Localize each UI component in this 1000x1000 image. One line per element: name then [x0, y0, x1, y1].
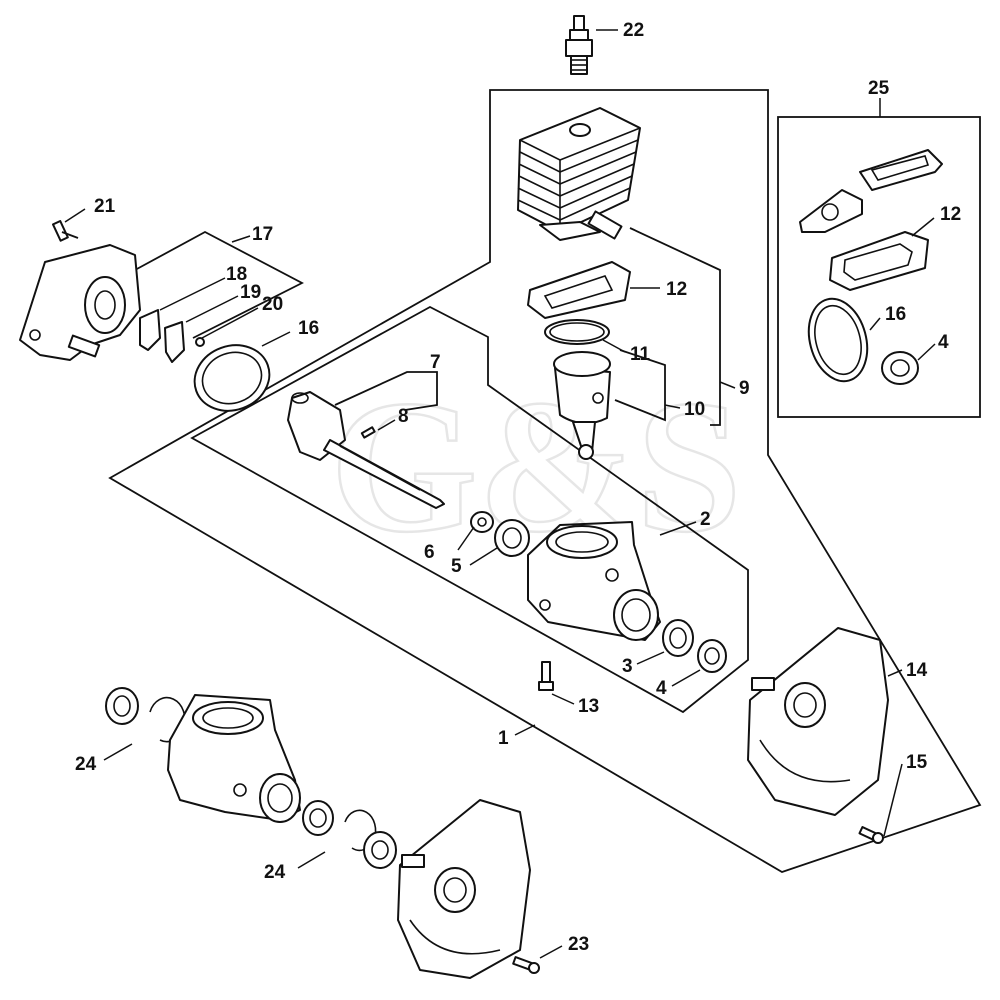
- callout-1: 1: [498, 728, 509, 749]
- callout-10: 10: [684, 399, 705, 420]
- callout-18: 18: [226, 264, 247, 285]
- gasket-16-left-part: [193, 344, 271, 412]
- seal-lower-part: [302, 800, 334, 836]
- callout-11: 11: [630, 344, 651, 365]
- callout-5: 5: [451, 556, 462, 577]
- callout-20: 20: [262, 294, 283, 315]
- screw-15-part: [858, 825, 884, 844]
- bracket-17: [134, 230, 304, 339]
- frame-gasket-set: [777, 116, 981, 418]
- callout-3: 3: [622, 656, 633, 677]
- cylinder-gasket-part: [527, 261, 631, 319]
- fan-cover-14-part: [747, 627, 889, 816]
- bearing-lower-right-part: [363, 831, 397, 869]
- callout-2: 2: [700, 509, 711, 530]
- screw-13-part: [538, 661, 554, 691]
- crankcase-lower-part: [167, 694, 301, 823]
- bearing-3-part: [662, 619, 694, 657]
- callout-12-set: 12: [940, 204, 961, 225]
- bearing-5-part: [494, 519, 530, 557]
- callout-17: 17: [252, 224, 273, 245]
- callout-16-set: 16: [885, 304, 906, 325]
- piston-ring-part: [544, 319, 610, 345]
- screw-23-part: [512, 956, 540, 974]
- leader-lines: [64, 29, 936, 959]
- callout-13: 13: [578, 696, 599, 717]
- callout-4-set: 4: [938, 332, 949, 353]
- callout-9: 9: [739, 378, 750, 399]
- watermark-text: G&S: [330, 362, 742, 572]
- circlip-lower-right-part: [344, 809, 377, 852]
- callout-8: 8: [398, 406, 409, 427]
- piston-part: [553, 351, 611, 460]
- callout-23: 23: [568, 934, 589, 955]
- crankshaft-part: [287, 391, 445, 509]
- callout-24-lower: 24: [264, 862, 286, 883]
- screw-21-part: [51, 220, 79, 242]
- spark-plug-part: [565, 15, 593, 75]
- crankcase-part: [527, 521, 661, 641]
- fan-cover-lower-part: [397, 799, 531, 979]
- bearing-lower-left-part: [105, 687, 139, 725]
- callout-19: 19: [240, 282, 261, 303]
- fan-housing-part: [19, 244, 141, 361]
- callout-15: 15: [906, 752, 928, 773]
- callout-12: 12: [666, 279, 687, 300]
- frame-crankcase-set: [190, 305, 749, 714]
- gasket-set-parts: [799, 149, 943, 385]
- callout-22: 22: [623, 20, 644, 41]
- callout-21: 21: [94, 196, 116, 217]
- callout-7: 7: [430, 352, 441, 373]
- callout-25: 25: [868, 78, 890, 99]
- plate-18-part: [139, 309, 161, 351]
- washer-6-part: [470, 511, 494, 533]
- callout-14: 14: [906, 660, 928, 681]
- bracket-9: [629, 227, 721, 426]
- bracket-10: [614, 349, 666, 422]
- screw-20-part: [195, 337, 205, 347]
- bracket-7: [334, 371, 438, 411]
- callout-16: 16: [298, 318, 319, 339]
- callout-4: 4: [656, 678, 667, 699]
- key-8-part: [360, 426, 376, 439]
- callout-24-upper: 24: [75, 754, 97, 775]
- plate-19-part: [164, 321, 185, 363]
- cylinder-part: [517, 107, 641, 241]
- callout-labels: 22 25 12 16 4 12 11 10 9 21 17 18 19 20 …: [75, 20, 961, 955]
- callout-6: 6: [424, 542, 435, 563]
- seal-4-part: [697, 639, 727, 673]
